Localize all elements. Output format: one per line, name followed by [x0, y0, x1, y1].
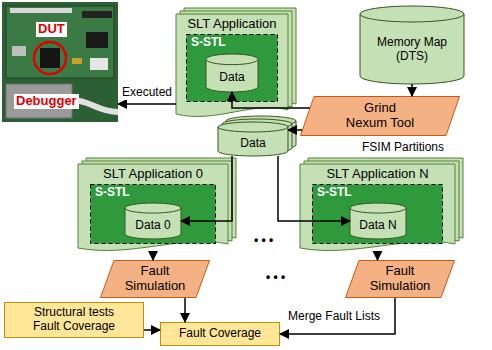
- chip: [86, 32, 108, 48]
- label-anchor: Merge Fault Lists: [286, 310, 382, 324]
- document-box: SLT Application 0 S-STL Data 0: [78, 164, 228, 252]
- connector-arrow: [181, 156, 232, 221]
- edge-label: Executed: [120, 86, 174, 100]
- cylinder-body: [350, 203, 406, 239]
- ellipsis: • • •: [264, 271, 287, 285]
- dut-chip: [40, 48, 60, 68]
- connector-arrow: [278, 156, 350, 221]
- dut-circle: [34, 42, 66, 74]
- data-cylinder: Data N: [350, 203, 406, 239]
- process-box: Grind Nexum Tool: [300, 96, 460, 136]
- connector-arrow: [144, 329, 160, 331]
- ellipsis: • • •: [252, 234, 275, 248]
- data-cylinder-stack: Data: [218, 122, 288, 156]
- node-text: Data: [240, 137, 265, 151]
- cylinder: [206, 54, 258, 92]
- pcb: [2, 2, 118, 122]
- process-box: Fault Simulation: [100, 260, 210, 298]
- label-anchor: • • •: [264, 271, 287, 285]
- connector-arrow: [377, 252, 379, 260]
- parallelogram: [301, 97, 460, 136]
- document-page: [300, 164, 455, 250]
- software-frame: [187, 35, 278, 102]
- data-cylinder: Memory Map (DTS): [360, 6, 464, 84]
- connector-part: [82, 11, 112, 18]
- cylinder-rim: [218, 127, 288, 132]
- software-frame: [313, 185, 443, 244]
- cylinder: [125, 203, 181, 239]
- node-text: SLT Application N: [326, 167, 428, 182]
- connector-arrow: [280, 298, 395, 334]
- connector-arrow: [411, 84, 413, 96]
- cylinder-rim: [360, 14, 464, 22]
- cylinder: [218, 122, 288, 156]
- node-text: Data 0: [135, 219, 170, 233]
- label-anchor: • • •: [252, 234, 275, 248]
- node-text: Debugger: [14, 94, 79, 109]
- rect-frame: [161, 323, 280, 346]
- node-text: Grind Nexum Tool: [344, 101, 417, 131]
- node-text: Fault Simulation: [120, 264, 190, 294]
- document-page: [180, 11, 292, 113]
- merge-label: Merge Fault Lists: [286, 310, 382, 324]
- software-box: S-STL Data N: [312, 184, 443, 244]
- ribbon-cable: [72, 100, 118, 112]
- process-box: Fault Simulation: [345, 260, 455, 298]
- connector-arrow: [184, 298, 186, 322]
- connector-arrow: [288, 129, 302, 131]
- connector-arrow: [152, 252, 154, 260]
- node-text: S-STL: [317, 186, 352, 200]
- board-photo-frame: DUT Debugger: [2, 2, 118, 122]
- document-page: [78, 164, 228, 250]
- connector-arrow: [118, 103, 176, 105]
- parallelogram: [346, 261, 455, 298]
- result-box: Structural tests Fault Coverage: [4, 302, 144, 338]
- cylinder: [360, 6, 464, 84]
- cylinder-body: [218, 122, 288, 156]
- cylinder-rim: [125, 208, 181, 213]
- result-box: Fault Coverage: [160, 322, 280, 346]
- node-text: S-STL: [95, 186, 130, 200]
- connector-arrow: [232, 92, 310, 108]
- component: [12, 46, 26, 56]
- node-text: SLT Application: [187, 17, 276, 32]
- node-text: S-STL: [191, 36, 226, 50]
- data-cylinder: Data 0: [125, 203, 181, 239]
- node-text: Memory Map (DTS): [370, 36, 454, 64]
- edge-label-anchor: Executed: [120, 86, 174, 100]
- node-text: Fault Coverage: [179, 327, 261, 341]
- pcb-area: [6, 6, 114, 78]
- component: [90, 58, 108, 70]
- partition-label: FSIM Partitions: [360, 141, 446, 155]
- cylinder-body: [360, 6, 464, 84]
- node-text: Structural tests Fault Coverage: [24, 306, 124, 334]
- cylinder: [350, 203, 406, 239]
- node-text: SLT Application 0: [103, 167, 203, 182]
- component: [72, 58, 82, 64]
- document-box: SLT Application N S-STL Data N: [300, 164, 455, 252]
- cylinder-body: [125, 203, 181, 239]
- header-strip: [10, 8, 72, 13]
- cylinder-body: [206, 54, 258, 92]
- node-text: Fault Simulation: [365, 264, 435, 294]
- data-cylinder: Data: [206, 54, 258, 92]
- parallelogram: [101, 261, 210, 298]
- software-box: S-STL Data 0: [90, 184, 216, 244]
- cylinder-rim: [350, 208, 406, 213]
- rect-frame: [5, 303, 144, 338]
- node-text: DUT: [36, 22, 67, 37]
- software-box: S-STL Data: [186, 34, 278, 102]
- node-text: Data N: [359, 219, 396, 233]
- node-text: Data: [219, 71, 244, 85]
- cylinder-rim: [206, 59, 258, 64]
- label-anchor: FSIM Partitions: [360, 141, 446, 155]
- software-frame: [91, 185, 216, 244]
